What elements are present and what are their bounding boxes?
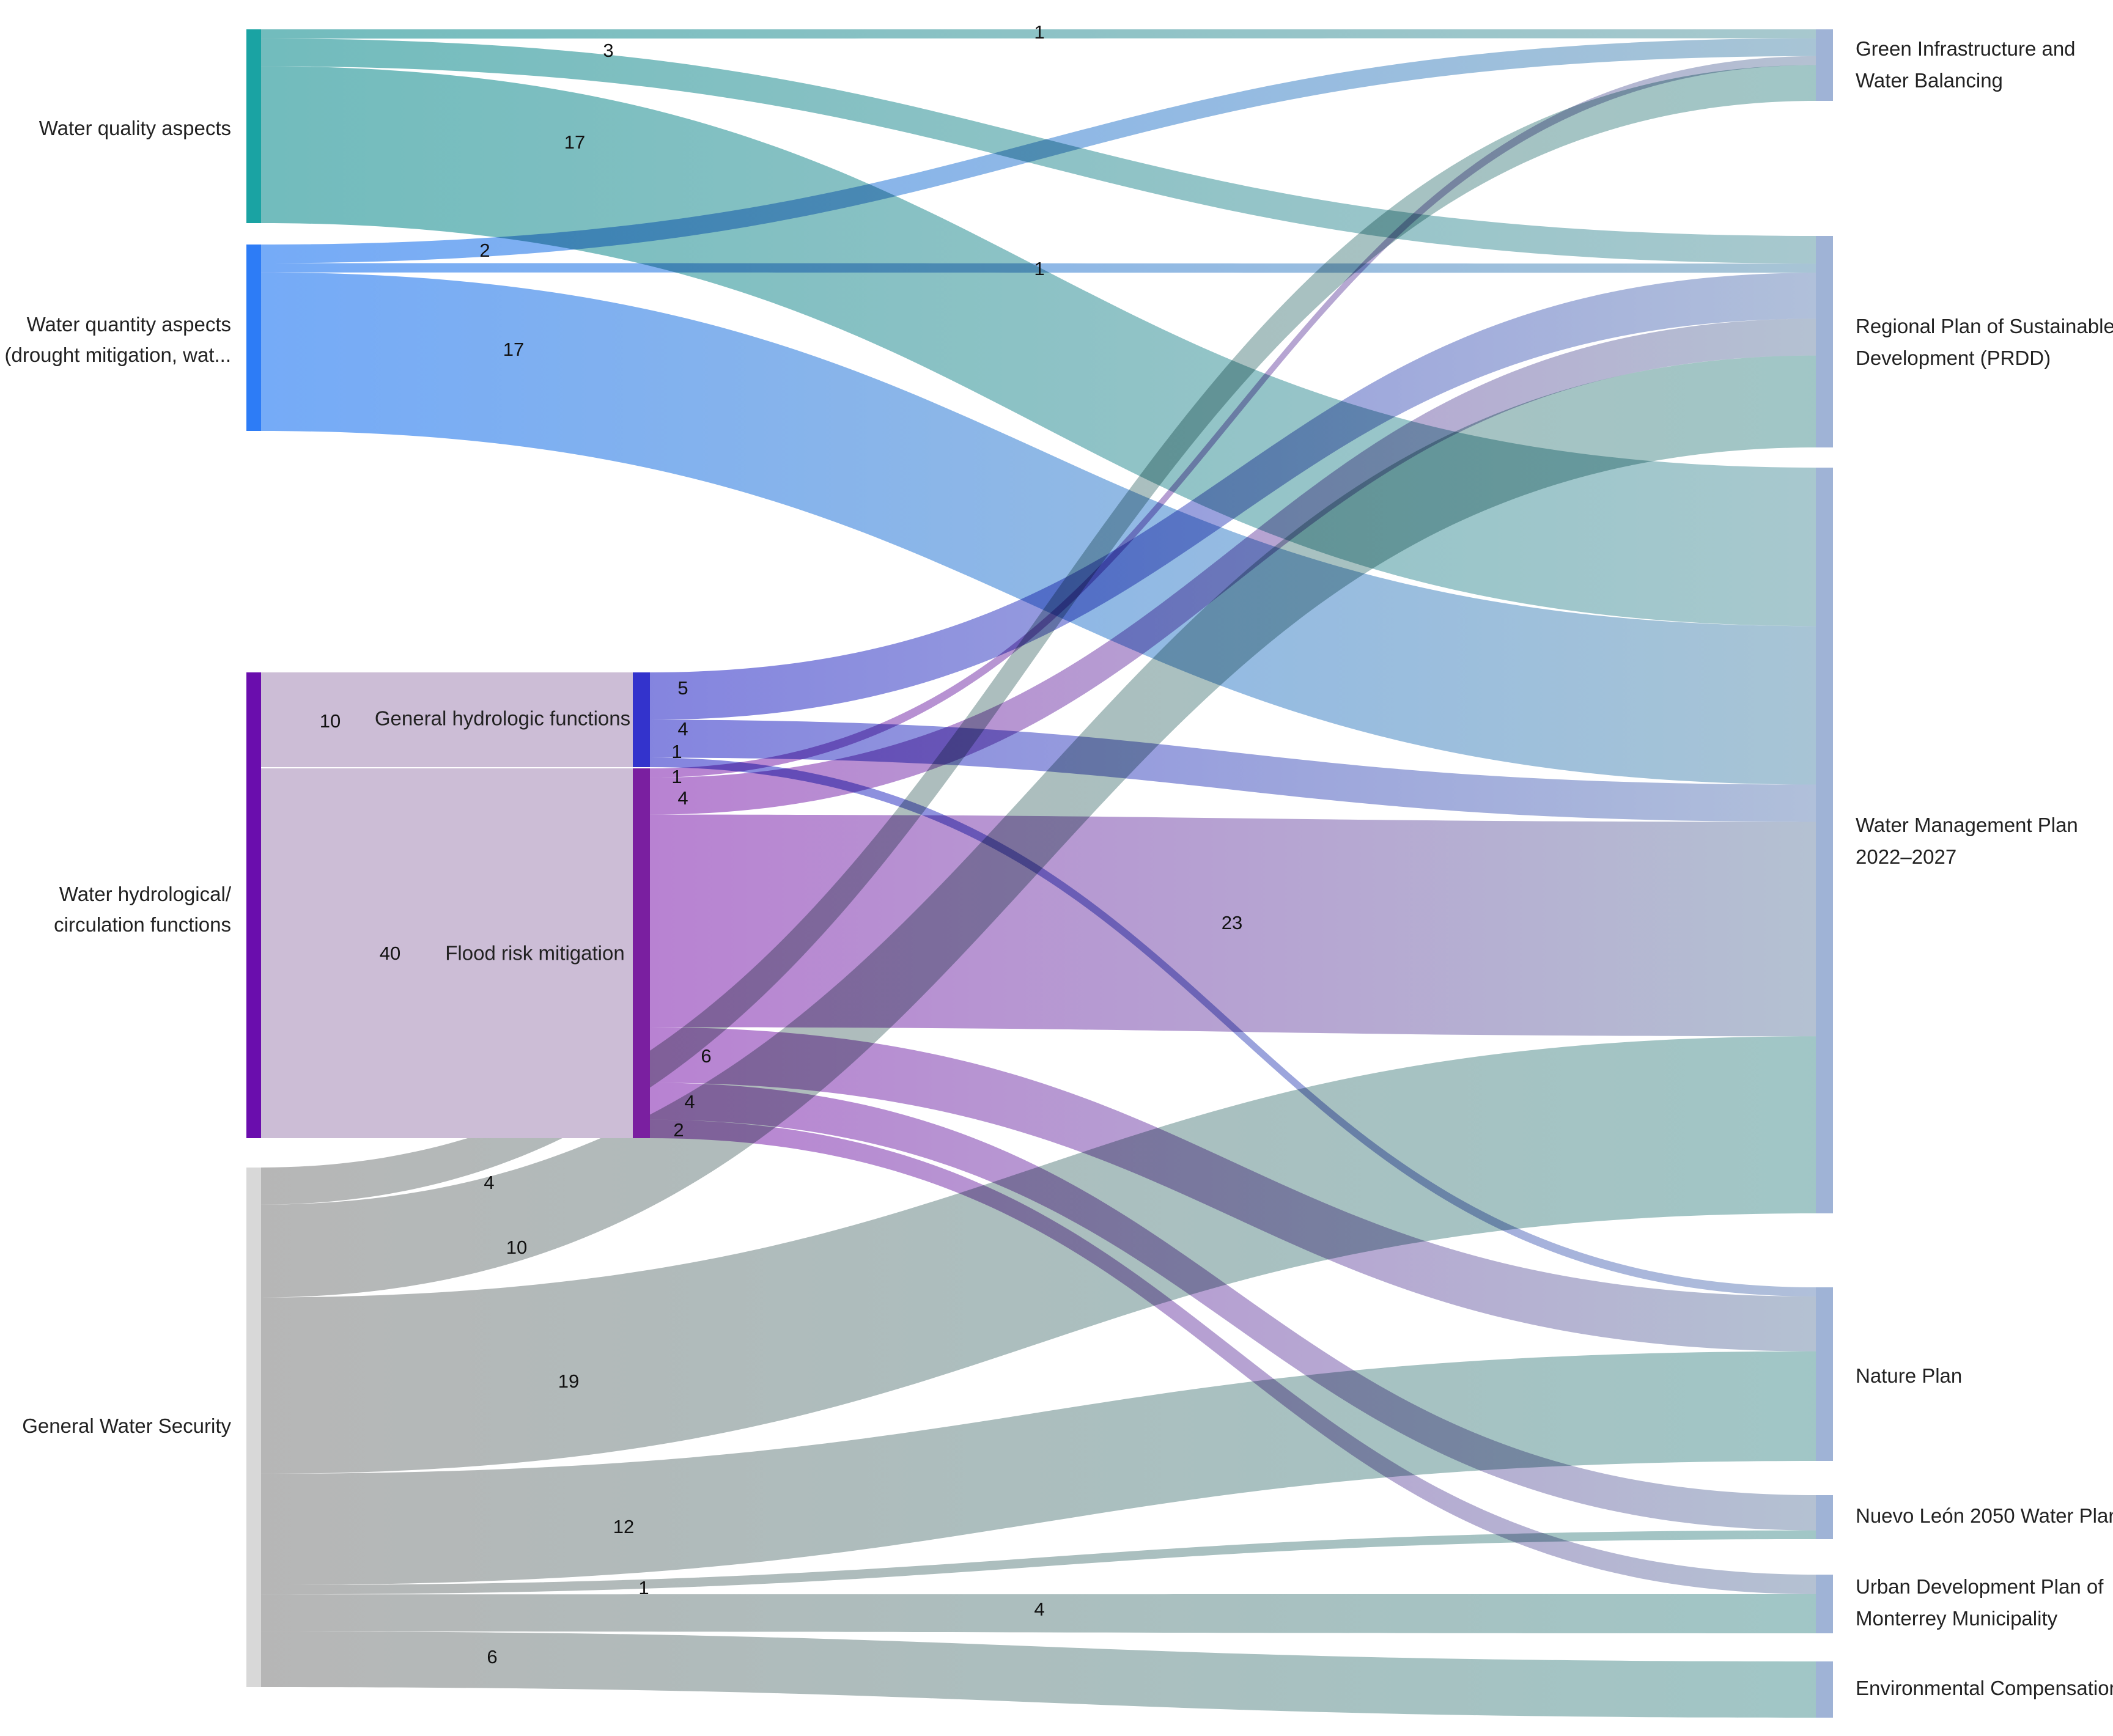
link-hydrological-to-flood-risk	[261, 768, 633, 1138]
source-bar-wqa[interactable]	[246, 245, 261, 431]
flow-gws-to-np	[261, 1351, 1816, 1586]
flow-gws-to-gi	[261, 65, 1816, 1205]
flow-label-wq-gi: 1	[1034, 21, 1044, 43]
node-labels-layer: 10 General hydrologic functions 40 Flood ri…	[4, 37, 2113, 1699]
target-label-np: Nature Plan	[1856, 1364, 1962, 1387]
flow-label-gws-prdd: 10	[506, 1237, 527, 1258]
flow-wqa-to-prdd	[261, 263, 1816, 273]
source-bar-gws[interactable]	[246, 1168, 261, 1687]
source-bar-wh[interactable]	[246, 672, 261, 1138]
target-bar-gi[interactable]	[1816, 29, 1833, 101]
flow-gws-to-nl	[261, 1530, 1816, 1595]
flow-label-wq-wmp: 17	[564, 131, 585, 153]
flow-label-ghf-prdd: 5	[677, 677, 688, 699]
target-label-nl: Nuevo León 2050 Water Plan	[1856, 1504, 2113, 1527]
flow-frm-to-prdd	[650, 318, 1816, 815]
link-hydrological-to-general-hydrologic	[261, 672, 633, 767]
flow-ghf-to-prdd	[650, 273, 1816, 720]
flow-gws-to-prdd	[261, 355, 1816, 1298]
flow-wq-to-gi	[261, 29, 1816, 39]
flow-label-gws-np: 12	[613, 1516, 634, 1537]
target-bar-prdd[interactable]	[1816, 236, 1833, 447]
flow-label-wqa-gi: 2	[479, 240, 490, 261]
flow-label-frm-udp: 2	[673, 1119, 684, 1141]
flow-label-gws-wmp: 19	[558, 1370, 579, 1392]
flow-label-frm-wmp: 23	[1222, 912, 1242, 933]
target-bar-udp[interactable]	[1816, 1575, 1833, 1633]
flow-label-wqa-wmp: 17	[503, 339, 524, 360]
source-label-wqa: Water quantity aspects(drought mitigatio…	[4, 313, 231, 366]
target-label-ec: Environmental Compensations	[1856, 1677, 2113, 1699]
flow-label-wqa-prdd: 1	[1034, 258, 1044, 279]
intermediate-label-frm: Flood risk mitigation	[445, 942, 624, 965]
flows-layer	[261, 29, 1816, 1718]
flow-label-gws-udp: 4	[1034, 1598, 1044, 1620]
flow-frm-to-nl	[650, 1083, 1816, 1531]
source-label-gws: General Water Security	[22, 1414, 231, 1437]
flow-gws-to-ec	[261, 1631, 1816, 1718]
intermediate-label-ghf: General hydrologic functions	[375, 707, 630, 730]
flow-frm-to-gi	[650, 56, 1816, 778]
intermediate-value-ghf: 10	[320, 710, 341, 732]
flow-label-frm-np: 6	[701, 1045, 711, 1067]
source-label-wh: Water hydrological/circulation functions	[54, 883, 232, 936]
flow-label-ghf-wmp: 4	[677, 718, 688, 740]
flow-gws-to-wmp	[261, 1036, 1816, 1474]
target-bar-nl[interactable]	[1816, 1495, 1833, 1539]
intermediate-bar-flood-risk[interactable]	[633, 768, 650, 1138]
flow-label-frm-prdd: 4	[677, 787, 688, 809]
flow-label-gws-gi: 4	[484, 1172, 494, 1193]
intermediate-value-frm: 40	[380, 943, 400, 964]
target-bar-ec[interactable]	[1816, 1661, 1833, 1718]
flow-frm-to-wmp	[650, 814, 1816, 1037]
target-bar-np[interactable]	[1816, 1287, 1833, 1461]
flow-wqa-to-gi	[261, 38, 1816, 263]
flow-label-frm-nl: 4	[684, 1091, 695, 1113]
flow-label-ghf-np: 1	[671, 741, 682, 762]
nodes-layer	[246, 29, 1833, 1718]
flow-frm-to-udp	[650, 1119, 1816, 1594]
target-bar-wmp[interactable]	[1816, 468, 1833, 1213]
flow-label-wq-prdd: 3	[603, 40, 613, 61]
flow-gws-to-udp	[261, 1594, 1816, 1633]
intermediate-bar-general-hydrologic[interactable]	[633, 672, 650, 767]
source-label-wq: Water quality aspects	[39, 117, 231, 139]
flow-wqa-to-wmp	[261, 272, 1816, 785]
flow-label-gws-ec: 6	[487, 1646, 497, 1668]
flow-label-gws-nl: 1	[638, 1577, 649, 1598]
flow-label-frm-gi: 1	[671, 766, 682, 787]
source-bar-wq[interactable]	[246, 29, 261, 223]
